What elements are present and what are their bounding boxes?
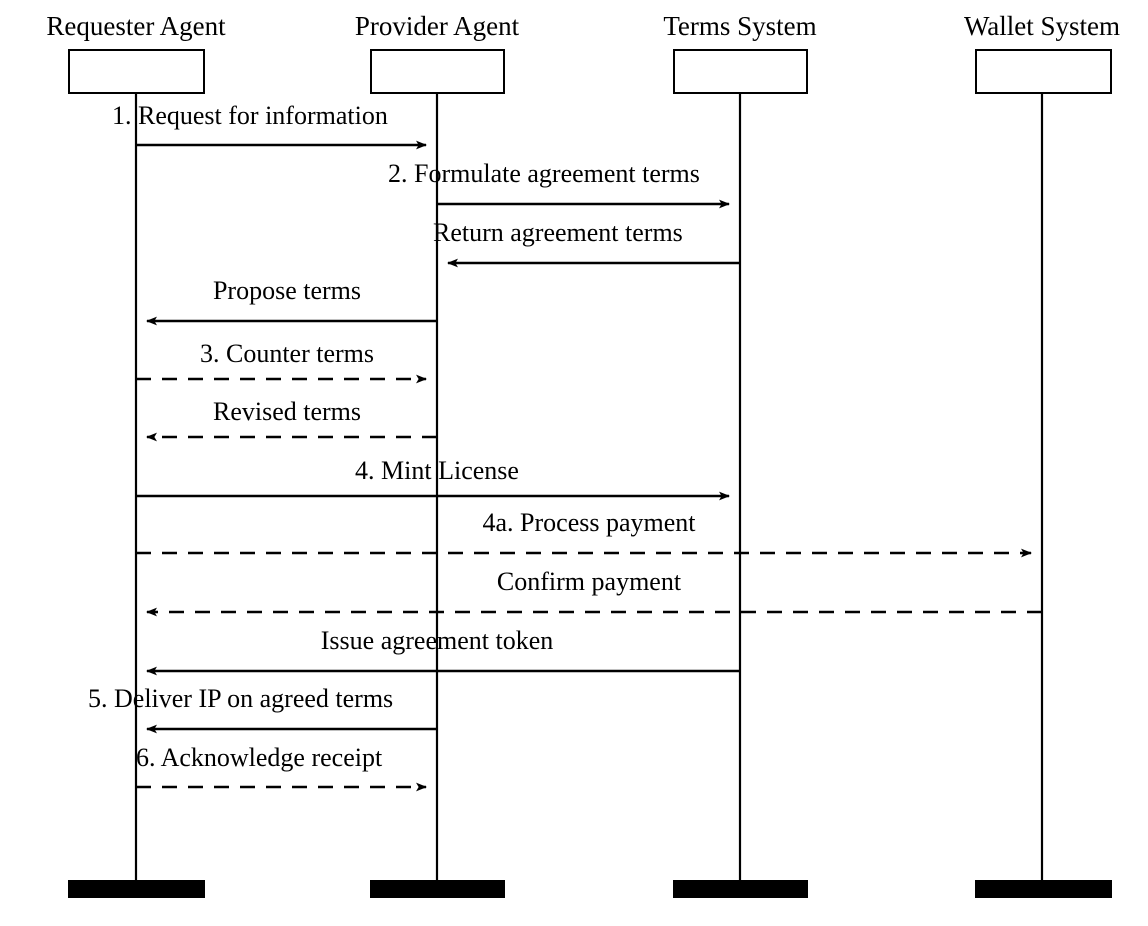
message-label-12: 6. Acknowledge receipt [136, 743, 383, 772]
message-label-7: 4. Mint License [355, 456, 519, 485]
message-label-9: Confirm payment [496, 567, 682, 596]
actor-box-provider[interactable] [370, 49, 505, 94]
lifeline-title-wallet: Wallet System [963, 11, 1121, 41]
lifeline-foot-wallet [975, 880, 1112, 898]
message-label-1: 1. Request for information [112, 101, 388, 130]
message-label-6: Revised terms [212, 397, 362, 426]
lifeline-foot-requester [68, 880, 205, 898]
message-label-4: Propose terms [212, 276, 362, 305]
message-label-8: 4a. Process payment [482, 508, 696, 537]
actor-box-wallet[interactable] [975, 49, 1112, 94]
lifeline-title-requester: Requester Agent [46, 11, 226, 41]
lifeline-foot-terms [673, 880, 808, 898]
lifeline-layer [134, 94, 1044, 884]
lifeline-title-terms: Terms System [663, 11, 817, 41]
actor-box-terms[interactable] [673, 49, 808, 94]
message-label-11: 5. Deliver IP on agreed terms [88, 684, 394, 713]
lifeline-foot-provider [370, 880, 505, 898]
message-layer [136, 140, 1042, 792]
message-label-5: 3. Counter terms [199, 339, 375, 368]
message-label-10: Issue agreement token [320, 626, 554, 655]
message-label-2: 2. Formulate agreement terms [388, 159, 700, 188]
lifeline-title-provider: Provider Agent [354, 11, 520, 41]
actor-box-requester[interactable] [68, 49, 205, 94]
message-label-3: Return agreement terms [433, 218, 683, 247]
